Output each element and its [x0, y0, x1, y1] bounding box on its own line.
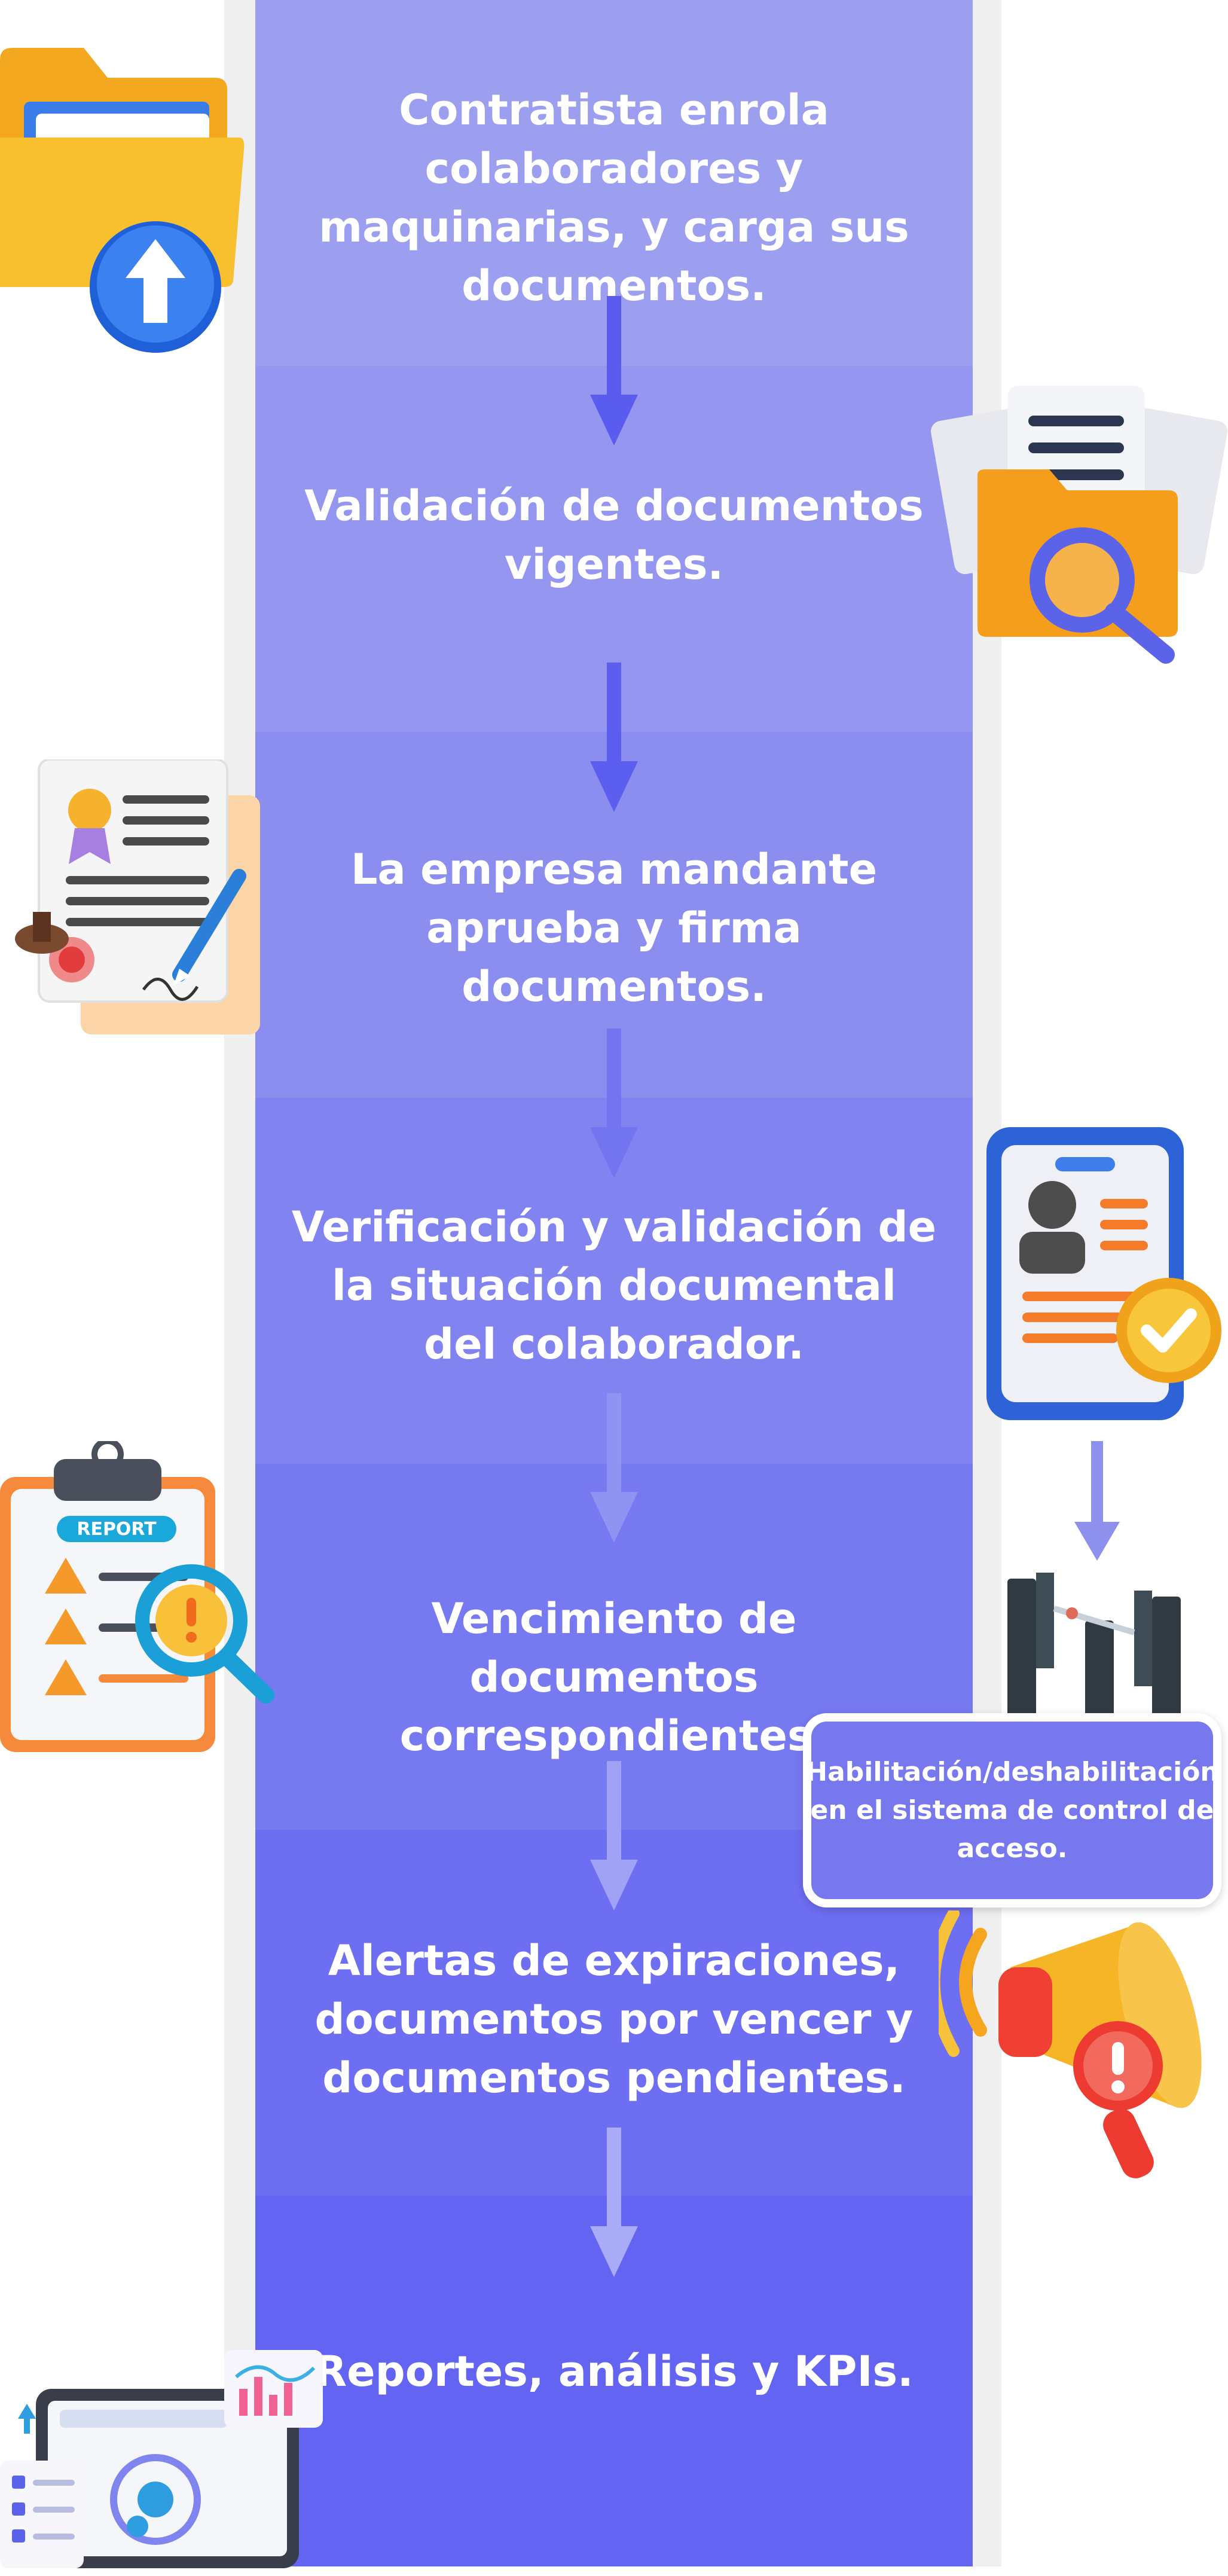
- step-enrollment-text: Contratista enrola colaboradores y maqui…: [319, 86, 909, 310]
- step-expiration-text: Vencimiento de documentos correspondient…: [399, 1594, 829, 1760]
- megaphone-alert-icon: [939, 1910, 1202, 2178]
- access-control-card: Habilitación/deshabilitación en el siste…: [803, 1713, 1221, 1907]
- step-alerts-text: Alertas de expiraciones, documentos por …: [314, 1936, 914, 2102]
- report-clipboard-icon: REPORT: [0, 1441, 274, 1752]
- flow-arrow-down: [590, 663, 638, 812]
- flow-arrow-down: [590, 1393, 638, 1543]
- folder-upload-icon: [0, 48, 245, 353]
- turnstile-icon: [1007, 1573, 1181, 1734]
- process-column: Contratista enrola colaboradores y maqui…: [255, 0, 973, 2566]
- step-validation-text: Validación de documentos vigentes.: [304, 481, 924, 589]
- branch-arrow-down: [1074, 1441, 1120, 1561]
- flow-arrow-down: [590, 2128, 638, 2277]
- analytics-dashboard-icon: [0, 2350, 323, 2568]
- folder-search-icon: [931, 386, 1227, 664]
- flow-arrow-down: [590, 296, 638, 445]
- step-verification-text: Verificación y validación de la situació…: [291, 1202, 937, 1369]
- flow-arrow-down: [590, 1028, 638, 1178]
- step-approval-text: La empresa mandante aprueba y firma docu…: [350, 845, 878, 1011]
- step-reports-text: Reportes, análisis y KPIs.: [314, 2347, 914, 2396]
- flow-arrow-down: [590, 1761, 638, 1910]
- phone-profile-check-icon: [986, 1127, 1221, 1420]
- signed-certificate-icon: [15, 759, 260, 1034]
- report-label: REPORT: [77, 1519, 157, 1540]
